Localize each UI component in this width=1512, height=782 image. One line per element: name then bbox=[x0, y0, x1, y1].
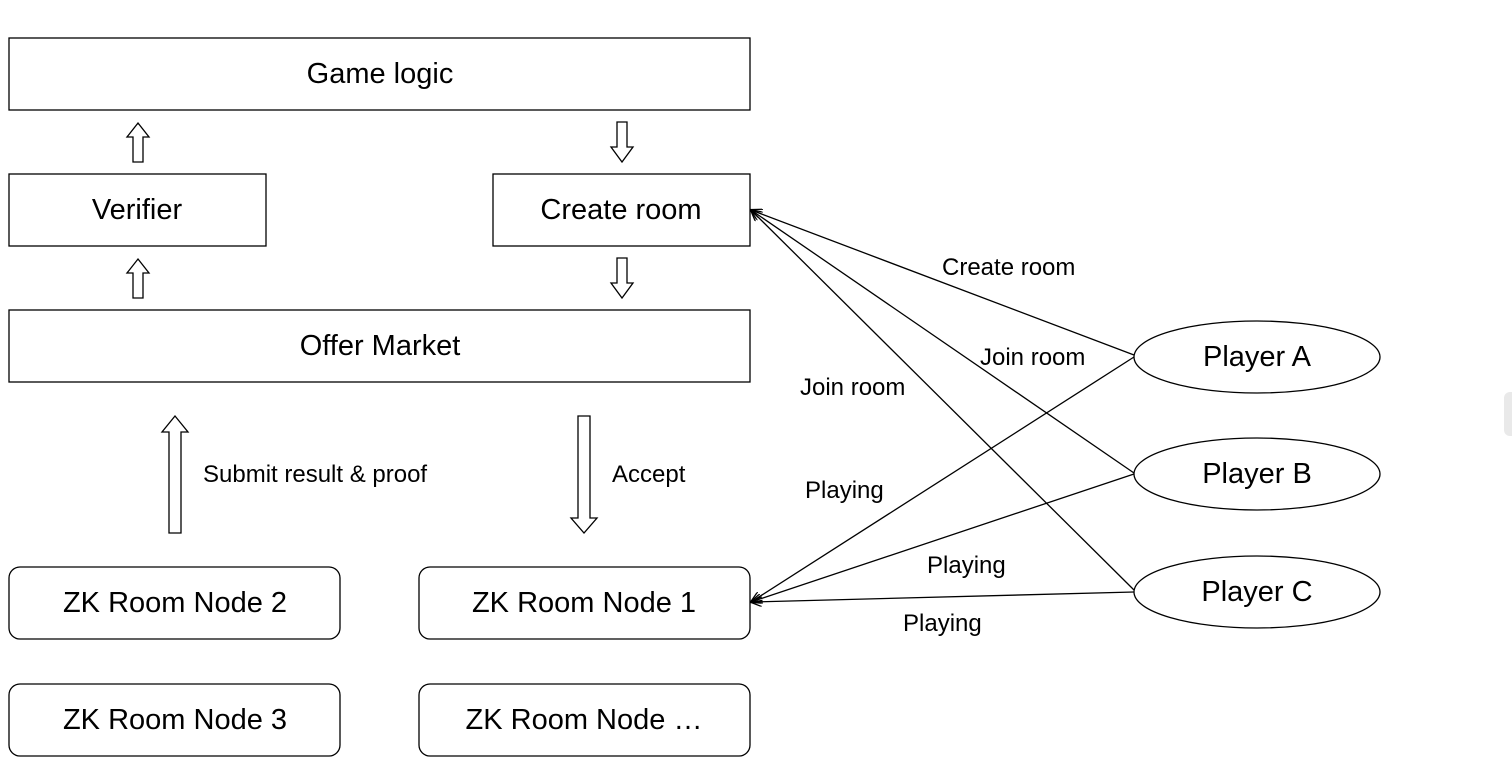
player-b-label: Player B bbox=[1202, 458, 1312, 490]
zk-room-node-1-label: ZK Room Node 1 bbox=[472, 587, 696, 619]
edge-player-a-create-room bbox=[751, 210, 1135, 356]
up-arrow-submit-result bbox=[160, 414, 190, 534]
player-c: Player C bbox=[1133, 555, 1381, 629]
verifier-label: Verifier bbox=[92, 194, 183, 226]
verifier-box: Verifier bbox=[8, 173, 267, 247]
player-a-label: Player A bbox=[1203, 341, 1312, 373]
side-scroll-handle[interactable] bbox=[1504, 392, 1512, 436]
down-arrow-game-logic-to-create-room bbox=[609, 121, 635, 164]
edge-player-b-join-room bbox=[751, 210, 1135, 474]
offer-market-box: Offer Market bbox=[8, 309, 751, 383]
zk-room-node-3: ZK Room Node 3 bbox=[8, 683, 341, 757]
accept-label: Accept bbox=[612, 461, 686, 488]
game-logic-label: Game logic bbox=[307, 58, 454, 90]
playing-edge-label-c: Playing bbox=[903, 610, 982, 637]
up-arrow-offer-to-verifier bbox=[125, 257, 151, 299]
down-arrow-create-room-to-offer bbox=[609, 257, 635, 300]
zk-room-node-1: ZK Room Node 1 bbox=[418, 566, 751, 640]
zk-room-node-2: ZK Room Node 2 bbox=[8, 566, 341, 640]
player-a: Player A bbox=[1133, 320, 1381, 394]
game-logic-box: Game logic bbox=[8, 37, 751, 111]
down-arrow-accept bbox=[569, 415, 599, 534]
edge-player-b-playing bbox=[751, 473, 1135, 602]
submit-result-label: Submit result & proof bbox=[203, 461, 427, 488]
playing-edge-label-b: Playing bbox=[927, 552, 1006, 579]
up-arrow-verifier-to-game-logic bbox=[125, 121, 151, 163]
zk-room-node-2-label: ZK Room Node 2 bbox=[63, 587, 287, 619]
zk-room-node-more-label: ZK Room Node … bbox=[466, 704, 703, 736]
create-room-box: Create room bbox=[492, 173, 751, 247]
edge-player-c-playing bbox=[751, 591, 1135, 602]
create-room-edge-label: Create room bbox=[942, 254, 1075, 281]
join-room-edge-label-b: Join room bbox=[980, 344, 1085, 371]
create-room-label: Create room bbox=[540, 194, 701, 226]
join-room-edge-label-c: Join room bbox=[800, 374, 905, 401]
playing-edge-label-a: Playing bbox=[805, 477, 884, 504]
edge-player-a-playing bbox=[751, 356, 1135, 602]
player-c-label: Player C bbox=[1201, 576, 1312, 608]
offer-market-label: Offer Market bbox=[300, 330, 461, 362]
player-b: Player B bbox=[1133, 437, 1381, 511]
zk-room-node-more: ZK Room Node … bbox=[418, 683, 751, 757]
edge-player-c-join-room bbox=[751, 210, 1135, 591]
zk-room-node-3-label: ZK Room Node 3 bbox=[63, 704, 287, 736]
